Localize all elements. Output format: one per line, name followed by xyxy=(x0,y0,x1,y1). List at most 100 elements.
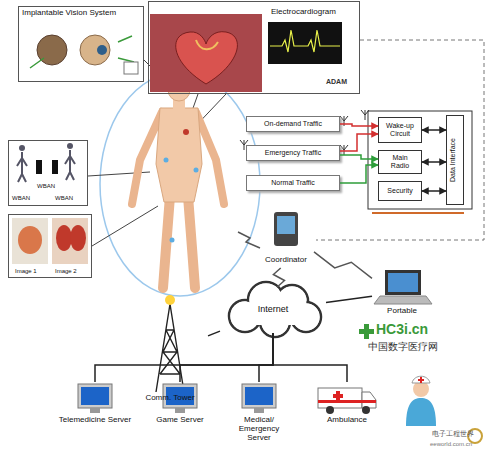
radio-block: Wake-up Circuit xyxy=(378,117,422,143)
wban-device xyxy=(52,160,58,174)
ambulance-vehicle: Ambulance xyxy=(310,382,384,446)
coordinator-device: Coordinator xyxy=(258,210,314,268)
ambulance-stripe xyxy=(318,400,376,403)
picture-panel: Image 1 Image 2 xyxy=(8,214,92,278)
picture-panel: Implantable Vision System xyxy=(18,6,144,82)
node-label: WBAN xyxy=(12,195,42,202)
radio-enclosure xyxy=(368,111,472,209)
picture-panel: WBAN WBAN WBAN xyxy=(8,140,88,206)
node-label: Portable xyxy=(372,307,432,316)
sensor-dot xyxy=(194,168,199,173)
node-label: Comm. Tower xyxy=(132,394,208,403)
connector-line xyxy=(180,333,273,382)
node-label: Wake-up Circuit xyxy=(379,122,421,138)
connector-line xyxy=(422,161,446,163)
node-label: Ambulance xyxy=(310,416,384,425)
laptop-screen xyxy=(388,273,418,292)
signal-line xyxy=(30,36,134,68)
sensor-dot xyxy=(170,238,175,243)
connector-line xyxy=(208,331,220,336)
connector-line xyxy=(326,296,372,302)
watermark: eeworld.com.cn xyxy=(430,441,472,448)
wireless-link xyxy=(238,232,260,248)
tower-beacon xyxy=(165,295,175,305)
person-head xyxy=(67,143,73,149)
node-label: Emergency Traffic xyxy=(247,149,339,157)
connector-line xyxy=(95,333,273,382)
tower-lattice xyxy=(156,304,184,392)
monitor-frame xyxy=(242,384,276,408)
node-label: WBAN xyxy=(55,195,85,202)
node-label: Implantable Vision System xyxy=(22,9,142,18)
sensor-dot xyxy=(183,129,189,135)
underline-bar xyxy=(372,212,464,214)
red-cross xyxy=(333,391,343,401)
node-label: Game Server xyxy=(148,416,212,425)
connector-line xyxy=(422,129,446,131)
node-label: Medical/ Emergency Server xyxy=(226,416,292,443)
node-label: Internet xyxy=(220,304,326,314)
node-label: Normal Traffic xyxy=(247,179,339,187)
pda-device xyxy=(274,212,298,246)
laptop-lid xyxy=(385,270,421,295)
connector-line xyxy=(422,190,446,192)
connector-line xyxy=(259,333,273,382)
node-label: Image 1 xyxy=(15,268,51,275)
nurse-body xyxy=(406,398,436,426)
internet-cloud: Internet xyxy=(220,287,326,333)
monitor-stand xyxy=(254,408,264,413)
traffic-box: Emergency Traffic xyxy=(246,145,340,161)
ambulance-body xyxy=(318,388,362,408)
node-label: On-demand Traffic xyxy=(247,120,339,128)
node-label: Security xyxy=(379,187,421,195)
logo-cross xyxy=(359,324,374,339)
node-label: WBAN xyxy=(37,183,67,190)
wireless-link xyxy=(314,252,372,279)
wireless-link xyxy=(273,268,284,287)
node-label: Heart xyxy=(201,4,241,13)
monitor-stand xyxy=(90,408,100,413)
node-label: Image 2 xyxy=(55,268,91,275)
server-station: Medical/ Emergency Server xyxy=(226,382,292,448)
connector-line xyxy=(340,124,378,126)
node-label: Telemedicine Server xyxy=(58,416,132,425)
monitor-screen xyxy=(81,387,109,405)
body-torso xyxy=(156,108,202,202)
wheel xyxy=(326,406,334,414)
nurse-cap xyxy=(412,376,430,383)
traffic-box: On-demand Traffic xyxy=(246,116,340,132)
connector-line xyxy=(340,155,378,159)
wban-device xyxy=(36,160,42,174)
tower-device: Comm. Tower xyxy=(132,296,208,406)
interface-bar: Data Interface xyxy=(446,115,464,205)
heart-shape xyxy=(176,32,238,84)
heart-vessel xyxy=(196,40,218,49)
red-cross xyxy=(418,377,424,383)
person-figure xyxy=(17,150,75,182)
scan-picture xyxy=(52,218,88,264)
organ-picture xyxy=(56,225,72,251)
watermark: 中国数字医疗网 xyxy=(368,341,438,352)
ecg-screen xyxy=(268,22,342,64)
monitor-screen xyxy=(245,387,273,405)
connector-line xyxy=(340,165,378,183)
heart-photo xyxy=(150,14,262,92)
dashed-boundary xyxy=(316,40,484,240)
watermark: 电子工程世界 xyxy=(432,430,474,438)
server-station: Game Server xyxy=(148,382,212,446)
node-label: Coordinator xyxy=(258,256,314,265)
camera-chip xyxy=(124,62,138,74)
wheel xyxy=(362,406,370,414)
radio-block: Main Radio xyxy=(378,150,422,174)
node-label: Electrocardiogram xyxy=(271,8,359,17)
organ-picture xyxy=(70,225,86,251)
monitor-stand xyxy=(175,408,185,413)
body-aura xyxy=(100,72,260,296)
node-label: Main Radio xyxy=(385,154,415,170)
monitor-frame xyxy=(78,384,112,408)
